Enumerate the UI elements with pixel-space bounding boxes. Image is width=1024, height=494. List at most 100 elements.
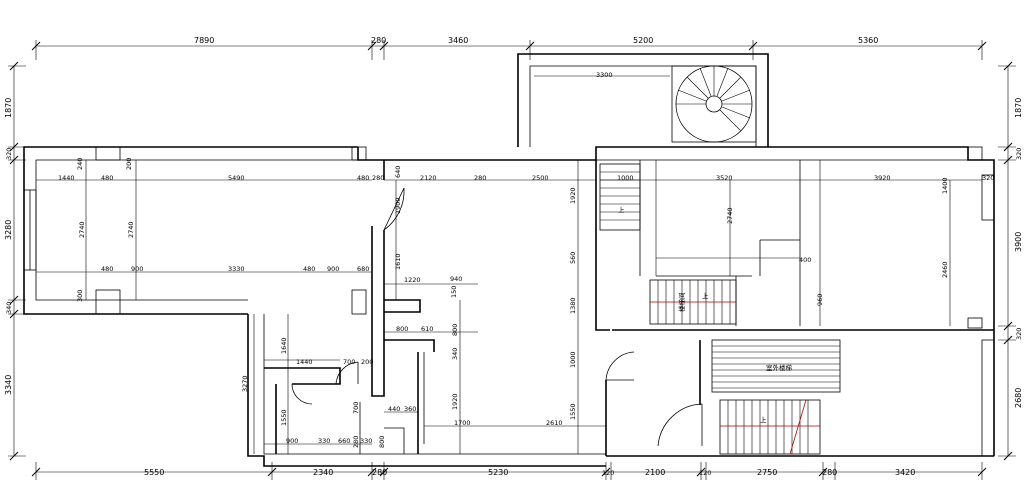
- dim-label: 3330: [228, 265, 245, 273]
- dim-label: 480: [101, 265, 113, 273]
- left-dim-label: 320: [5, 148, 13, 160]
- dim-label: 660: [338, 437, 350, 445]
- dim-label: 2740: [78, 221, 86, 238]
- bottom-dim-label: 2750: [757, 468, 777, 477]
- stair-middle: 上 楼梯间: [649, 279, 737, 325]
- right-dim-label: 3900: [1014, 232, 1023, 252]
- dim-label: 1920: [451, 393, 459, 410]
- top-dim-label: 280: [371, 36, 386, 45]
- dim-label: 1440: [296, 358, 313, 366]
- top-dimension-chain: 7890 280 3460 5200 5360: [31, 36, 987, 60]
- dim-label: 900: [131, 265, 143, 273]
- dim-label: 560: [569, 252, 577, 264]
- dim-label: 2500: [532, 174, 549, 182]
- dim-label: 340: [451, 348, 459, 360]
- dim-label: 280: [372, 174, 384, 182]
- dim-label: 320: [982, 174, 994, 182]
- dim-label: 480: [357, 174, 369, 182]
- dim-label: 1920: [569, 187, 577, 204]
- dim-label: 2460: [941, 261, 949, 278]
- stair-lower-right: 室外楼梯 上: [711, 339, 841, 455]
- interior-dimension-lines: [36, 75, 982, 454]
- dim-label: 640: [394, 166, 402, 178]
- dim-label: 900: [286, 437, 298, 445]
- right-dim-label: 320: [1015, 148, 1023, 160]
- dim-label: 2610: [546, 419, 563, 427]
- left-dim-label: 3340: [4, 375, 13, 395]
- stair-up-label: 上: [760, 415, 767, 424]
- dim-label: 400: [799, 256, 811, 264]
- top-dim-label: 7890: [194, 36, 214, 45]
- interior-walls: [264, 160, 994, 456]
- dim-label: 2740: [127, 221, 135, 238]
- left-dim-label: 340: [5, 302, 13, 314]
- stair-up-label: 上: [702, 291, 709, 300]
- dim-label: 3920: [874, 174, 891, 182]
- dim-label: 2120: [420, 174, 437, 182]
- stair-up-label: 上: [618, 205, 625, 214]
- stairwell-label: 楼梯间: [677, 293, 686, 313]
- dim-label: 1000: [617, 174, 634, 182]
- dim-label: 1610: [394, 253, 402, 270]
- top-dim-label: 3460: [448, 36, 468, 45]
- bottom-dim-label: 5550: [144, 468, 164, 477]
- right-dim-label: 1870: [1014, 98, 1023, 118]
- dim-label: 300: [76, 290, 84, 302]
- dim-label: 1900: [394, 197, 402, 214]
- dim-label: 440: [388, 405, 400, 413]
- bottom-dim-label: 2340: [313, 468, 333, 477]
- dim-label: 1700: [454, 419, 471, 427]
- dim-label: 900: [327, 265, 339, 273]
- right-dim-label: 320: [1015, 328, 1023, 340]
- dim-label: 680: [357, 265, 369, 273]
- dim-label: 610: [421, 325, 433, 333]
- dim-label: 1640: [280, 337, 288, 354]
- bottom-dim-label: 280: [822, 468, 837, 477]
- left-dim-label: 1870: [4, 98, 13, 118]
- dim-label: 1380: [569, 297, 577, 314]
- bottom-dim-label: 120: [602, 469, 614, 477]
- outdoor-stair-label: 室外楼梯: [766, 363, 793, 372]
- dim-label: 3300: [596, 71, 613, 79]
- dim-label: 3270: [241, 375, 249, 392]
- dim-label: 700: [343, 358, 355, 366]
- dim-label: 3520: [716, 174, 733, 182]
- dim-label: 480: [303, 265, 315, 273]
- bottom-dim-label: 3420: [895, 468, 915, 477]
- dim-label: 200: [125, 158, 133, 170]
- bottom-dim-label: 2100: [645, 468, 665, 477]
- dim-label: 800: [451, 324, 459, 336]
- dim-label: 700: [352, 402, 360, 414]
- dim-label: 1550: [280, 409, 288, 426]
- dim-label: 2740: [726, 207, 734, 224]
- left-dim-label: 3280: [4, 220, 13, 240]
- interior-dimension-labels: 3300 1440 480 5490 480 280 640 2120 280 …: [58, 71, 994, 448]
- dim-label: 1550: [569, 403, 577, 420]
- bottom-dim-label: 280: [372, 468, 387, 477]
- dim-label: 150: [450, 286, 458, 298]
- dim-label: 280: [474, 174, 486, 182]
- dim-label: 240: [76, 158, 84, 170]
- bottom-dimension-chain: 5550 2340 280 5230 120 2100 120 2750 280…: [31, 462, 987, 480]
- dim-label: 1000: [569, 351, 577, 368]
- dim-label: 800: [396, 325, 408, 333]
- right-dim-label: 2680: [1014, 388, 1023, 408]
- dim-label: 330: [360, 437, 372, 445]
- top-dim-label: 5200: [633, 36, 653, 45]
- dim-label: 480: [101, 174, 113, 182]
- dim-label: 960: [816, 294, 824, 306]
- dim-label: 1440: [58, 174, 75, 182]
- dim-label: 200: [361, 358, 373, 366]
- door-swings: [291, 187, 703, 447]
- dim-label: 800: [378, 436, 386, 448]
- left-dimension-chain: 1870 320 3280 340 3340: [4, 61, 26, 461]
- dim-label: 1220: [404, 276, 421, 284]
- exterior-walls: [23, 53, 995, 467]
- spiral-staircase: [671, 65, 757, 143]
- dim-label: 5490: [228, 174, 245, 182]
- bottom-dim-label: 120: [699, 469, 711, 477]
- dim-label: 360: [404, 405, 416, 413]
- dim-label: 330: [318, 437, 330, 445]
- top-dim-label: 5360: [858, 36, 878, 45]
